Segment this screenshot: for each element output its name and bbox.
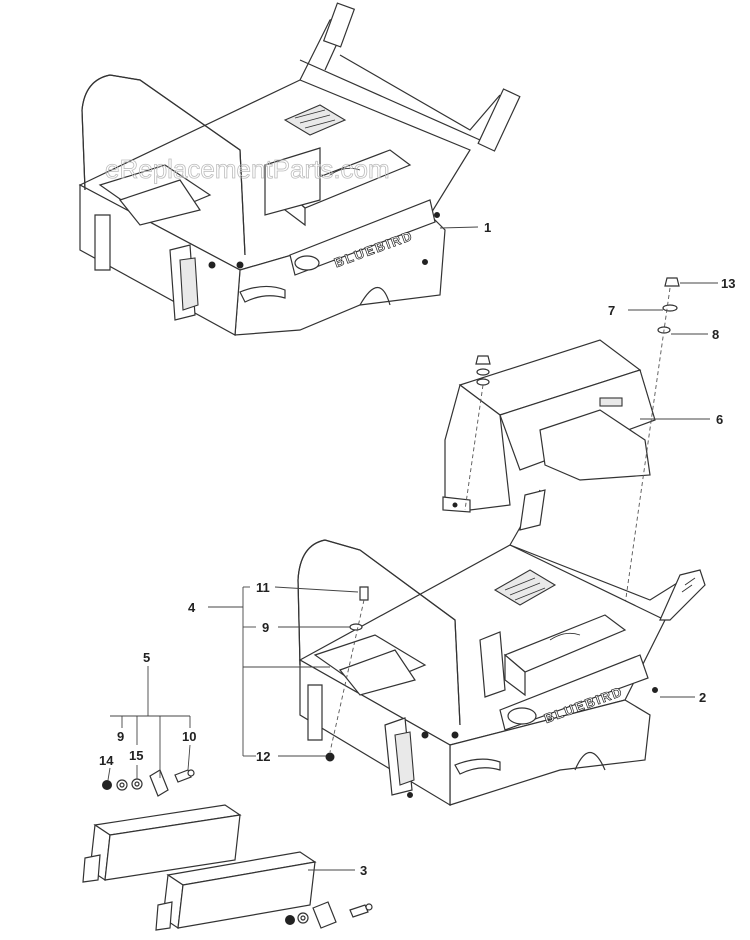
callout-9-lower: 9: [117, 729, 124, 744]
frame-assembly-upper: [78, 2, 521, 336]
callout-8: 8: [712, 327, 719, 342]
cover-hardware: [464, 355, 491, 511]
frame-hardware-left: [325, 586, 369, 762]
callout-4: 4: [188, 600, 196, 615]
leader-lines: [107, 226, 718, 871]
callout-9-upper: 9: [262, 620, 269, 635]
callout-15: 15: [129, 748, 143, 763]
counter-weights: [82, 804, 373, 931]
callout-10: 10: [182, 729, 196, 744]
callout-14: 14: [99, 753, 114, 768]
frame-assembly-lower: [297, 489, 706, 807]
callout-13: 13: [721, 276, 735, 291]
callout-5: 5: [143, 650, 150, 665]
callout-12: 12: [256, 749, 270, 764]
loose-hardware-group: [102, 769, 195, 797]
callout-2: 2: [699, 690, 706, 705]
cover-assembly: [442, 339, 656, 513]
callout-11: 11: [256, 580, 270, 595]
callout-7: 7: [608, 303, 615, 318]
callout-3: 3: [360, 863, 367, 878]
callout-6: 6: [716, 412, 723, 427]
watermark-text: eReplacementParts.com: [105, 154, 390, 184]
callout-1: 1: [484, 220, 491, 235]
hardware-stack-right: [619, 277, 680, 641]
